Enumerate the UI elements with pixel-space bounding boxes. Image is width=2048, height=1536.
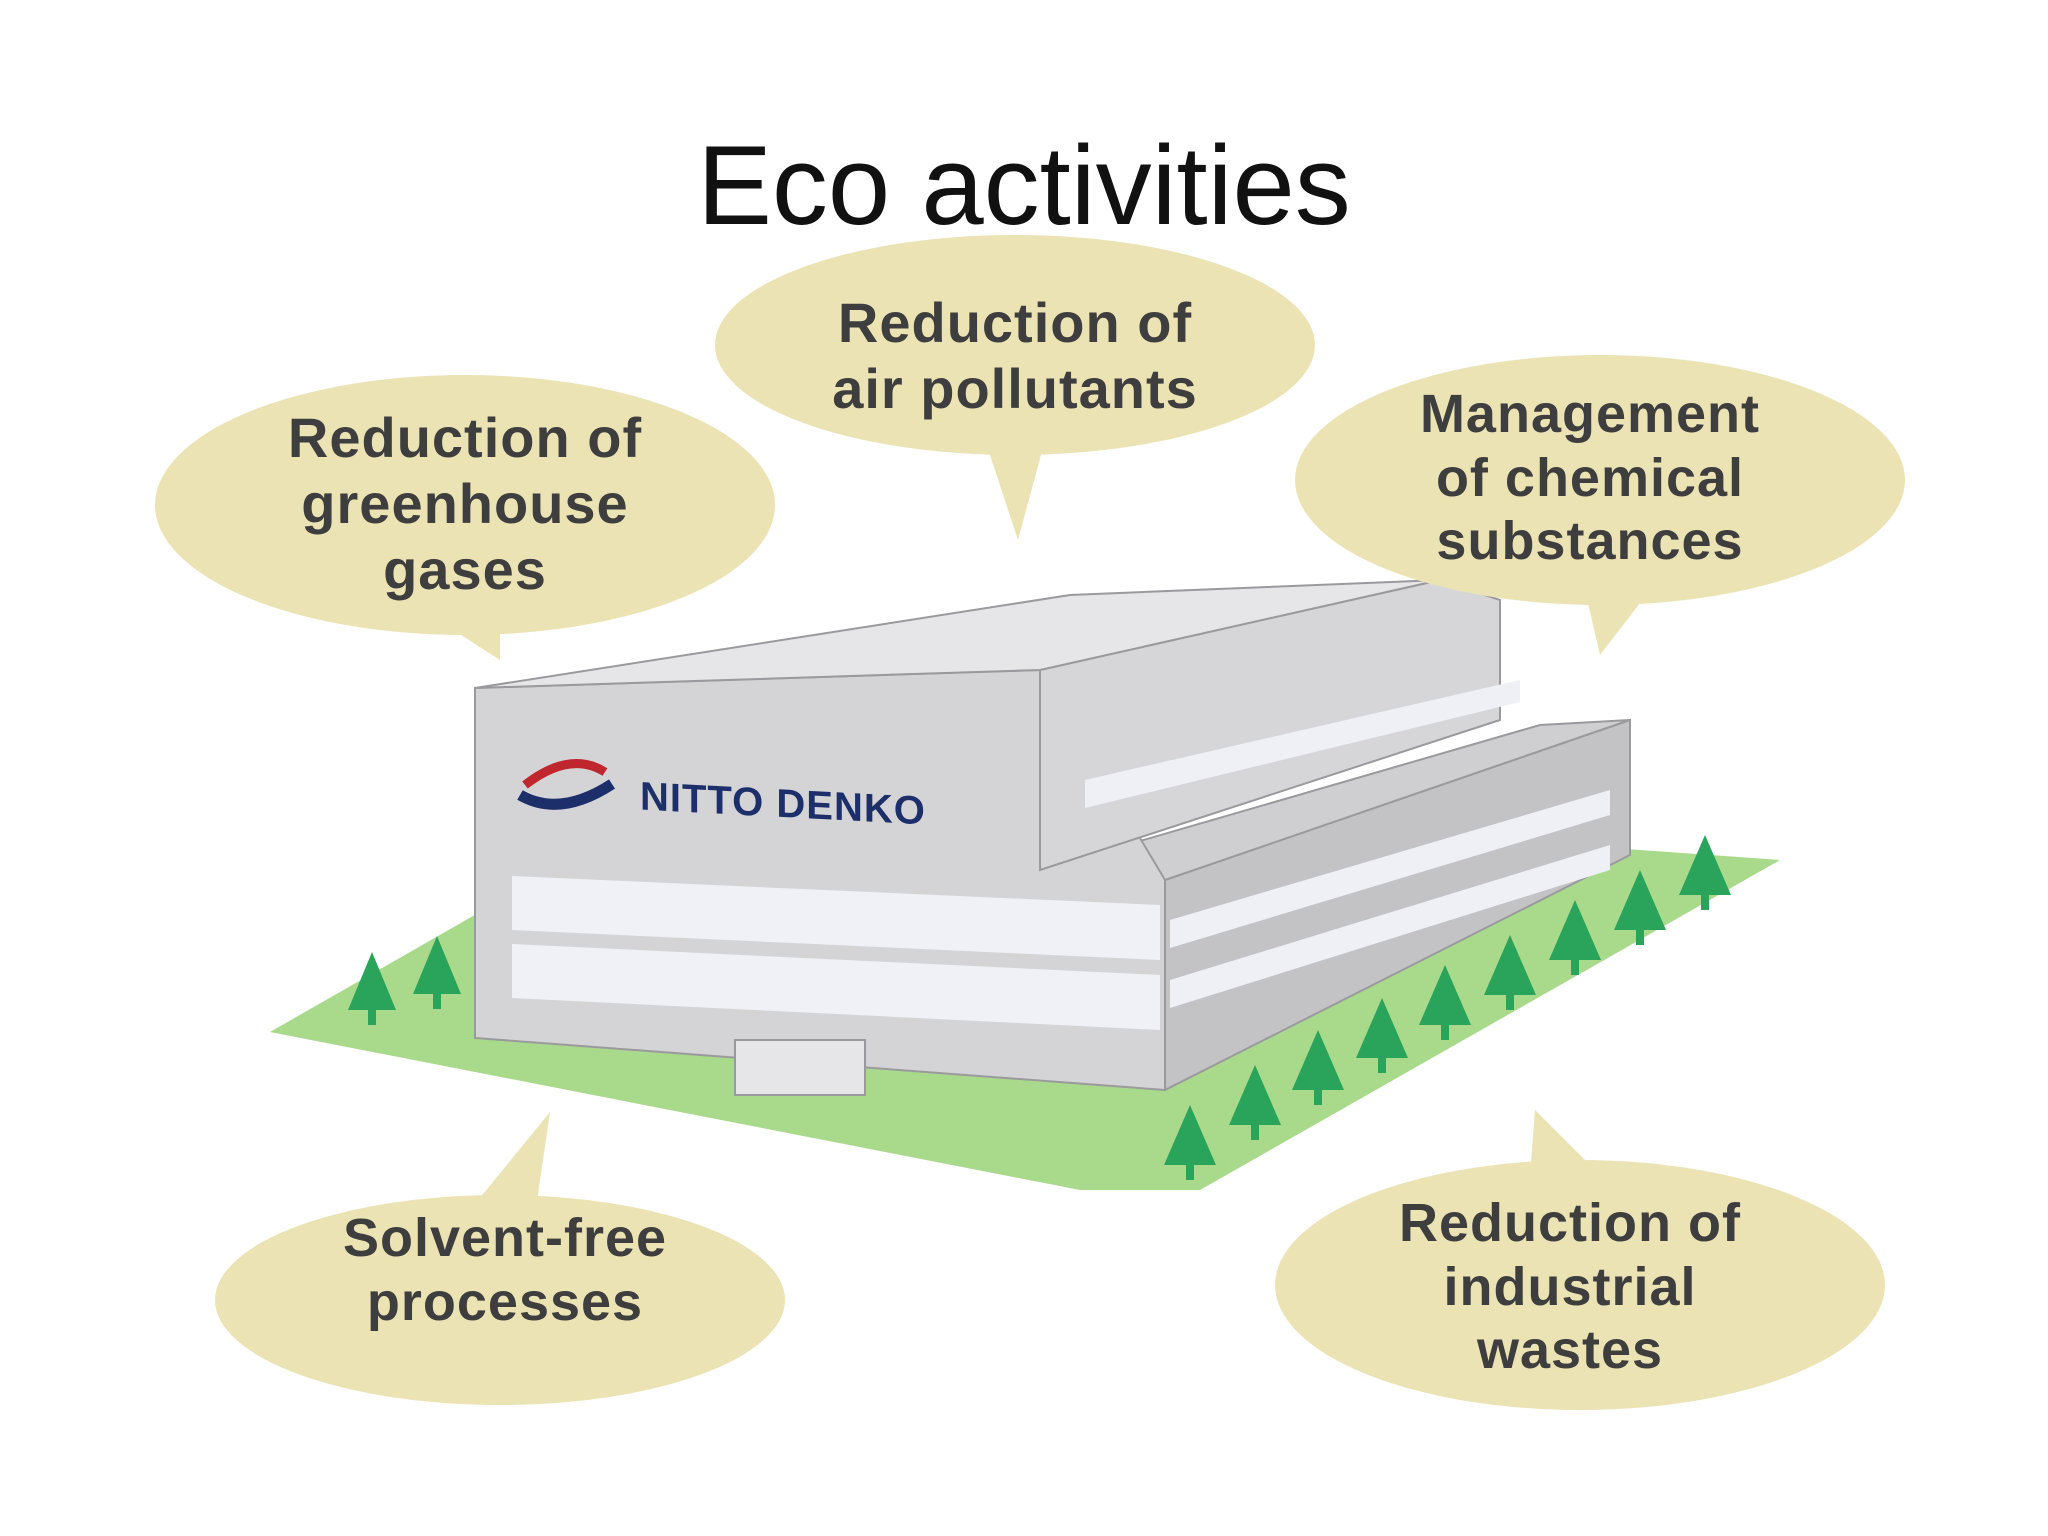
tree-right-9 [1679,835,1731,910]
tree-right-1 [1164,1105,1216,1180]
entrance-door [734,1039,866,1096]
slide-title: Eco activities [697,123,1351,248]
tree-left-2 [413,936,461,1009]
bubble-greenhouse [155,375,775,660]
bubble-air-text: Reduction of air pollutants [832,291,1198,421]
bubble-solvent-text: Solvent-free processes [342,1208,668,1332]
tree-right-8 [1614,870,1666,945]
tree-right-3 [1292,1030,1344,1105]
nitto-logo-icon [517,759,616,810]
bubble-solvent [215,1112,785,1405]
front-window-2 [512,944,1160,1030]
tree-right-5 [1419,965,1471,1040]
bubble-chemical [1295,355,1905,655]
tree-left-1 [348,952,396,1025]
side-window-2 [1170,845,1610,1008]
bubble-waste [1275,1110,1885,1410]
bubble-waste-text: Reduction of industrial wastes [1399,1193,1741,1381]
bubble-greenhouse-text: Reduction of greenhouse gases [287,406,643,602]
bubble-chemical-text: Management of chemical substances [1419,384,1761,572]
bubble-air [715,235,1315,540]
side-window-1 [1170,790,1610,948]
tree-right-7 [1549,900,1601,975]
tree-right-6 [1484,935,1536,1010]
tree-right-4 [1356,998,1408,1073]
front-window-1 [512,876,1160,960]
upper-window [1085,680,1520,808]
tree-right-2 [1229,1065,1281,1140]
